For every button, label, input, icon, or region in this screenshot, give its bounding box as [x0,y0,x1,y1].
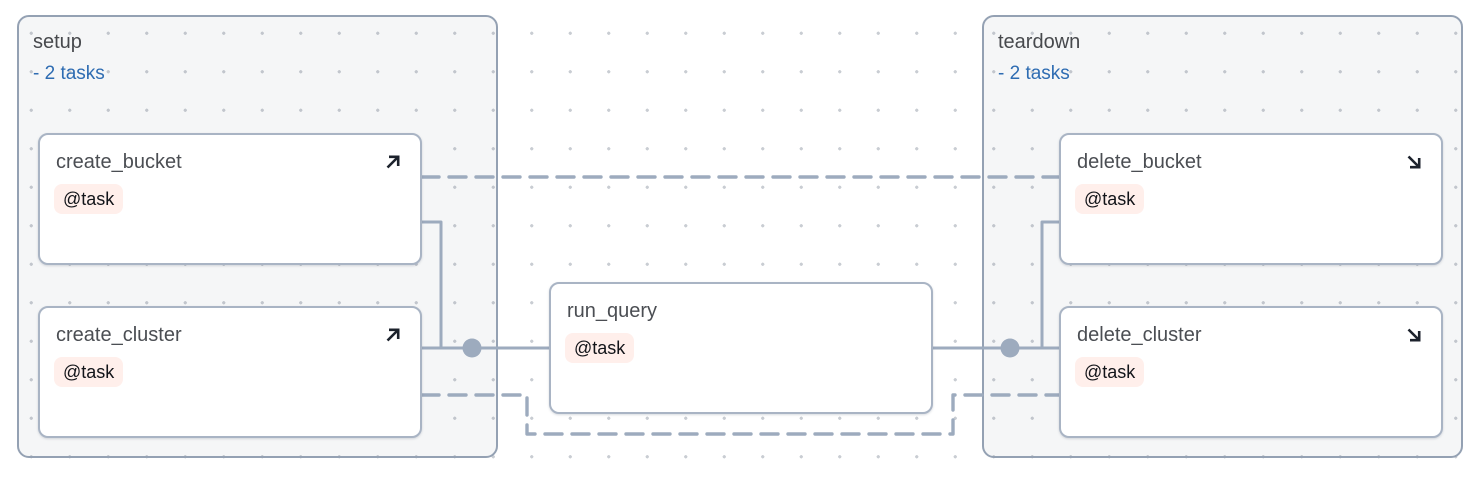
task-group-teardown-label: teardown [998,31,1081,53]
task-node-delete-bucket[interactable]: delete_bucket @task [1059,133,1443,265]
task-title: delete_bucket [1077,151,1202,173]
task-node-create-bucket[interactable]: create_bucket @task [38,133,422,265]
arrow-down-right-icon [1402,150,1426,174]
task-node-run-query[interactable]: run_query @task [549,282,933,414]
task-operator-badge: @task [54,357,124,387]
task-operator-badge: @task [1075,184,1145,214]
task-node-create-cluster[interactable]: create_cluster @task [38,306,422,438]
arrow-down-right-icon [1402,323,1426,347]
task-title: delete_cluster [1077,324,1202,346]
task-operator-badge: @task [54,184,124,214]
task-title: create_cluster [56,324,182,346]
task-group-setup-collapse-toggle[interactable]: - 2 tasks [33,63,105,84]
task-operator-badge: @task [565,333,635,363]
task-operator-badge: @task [1075,357,1145,387]
arrow-up-right-icon [381,150,405,174]
task-node-delete-cluster[interactable]: delete_cluster @task [1059,306,1443,438]
task-title: run_query [567,300,658,322]
task-title: create_bucket [56,151,182,173]
arrow-up-right-icon [381,323,405,347]
task-group-setup-label: setup [33,31,82,53]
task-group-teardown-collapse-toggle[interactable]: - 2 tasks [998,63,1070,84]
